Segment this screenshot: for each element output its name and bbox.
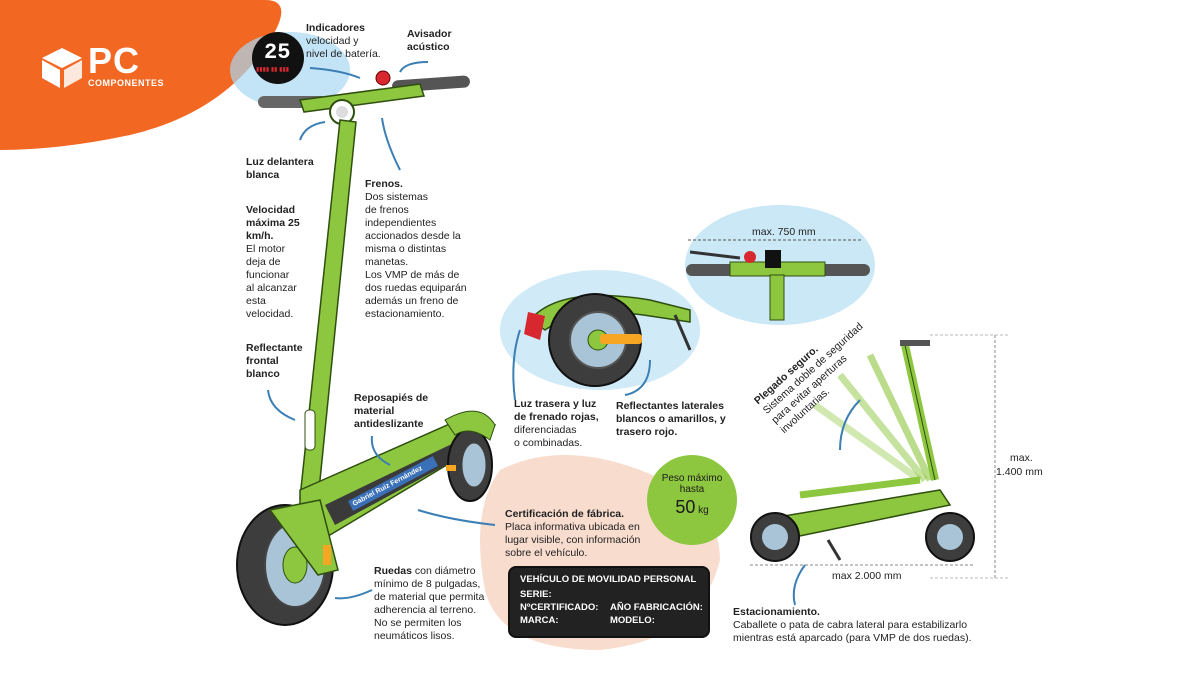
- certification-plate: VEHÍCULO DE MOVILIDAD PERSONAL SERIE: Nº…: [508, 566, 710, 638]
- dim-height-value: 1.400 mm: [996, 466, 1043, 478]
- label-ruedas: Ruedas con diámetro mínimo de 8 pulgadas…: [374, 565, 485, 642]
- weight-value: 50: [675, 497, 696, 517]
- label-frenos: Frenos. Dos sistemas de frenos independi…: [365, 178, 467, 320]
- label-estacionamiento: Estacionamiento. Caballete o pata de cab…: [733, 606, 972, 644]
- display-battery: ▮▮▮▮ ▮▮ ▮▮▮: [256, 67, 290, 73]
- scooter-main: [236, 70, 497, 626]
- weight-badge: Peso máximo hasta 50 kg: [647, 455, 737, 545]
- plate-certificado: NºCERTIFICADO:: [520, 602, 599, 613]
- rear-wheel-detail: [524, 293, 692, 387]
- weight-line2: hasta: [679, 484, 705, 495]
- dim-handlebar: max. 750 mm: [752, 226, 816, 238]
- plate-ano: AÑO FABRICACIÓN:: [610, 602, 703, 613]
- arrows: [267, 61, 861, 606]
- handlebar-detail: [686, 239, 870, 321]
- logo-cube-icon: [42, 48, 82, 88]
- folding-scooter: [750, 334, 1010, 579]
- display-speed: 25: [264, 40, 291, 65]
- dim-length: max 2.000 mm: [832, 570, 902, 582]
- weight-line1: Peso máximo: [661, 473, 723, 484]
- plate-marca: MARCA:: [520, 615, 559, 626]
- brand-name: PC: [88, 40, 141, 81]
- label-luz-delantera: Luz delantera blanca: [246, 156, 314, 181]
- plate-title: VEHÍCULO DE MOVILIDAD PERSONAL: [520, 574, 697, 585]
- dim-height-label: max.: [1010, 452, 1033, 464]
- label-luz-trasera: Luz trasera y luz de frenado rojas, dife…: [514, 398, 599, 449]
- plate-serie: SERIE:: [520, 589, 552, 600]
- label-velocidad: Velocidad máxima 25 km/h. El motor deja …: [246, 204, 300, 320]
- label-indicadores: Indicadores velocidad y nivel de batería…: [306, 22, 381, 60]
- label-reflectante-frontal: Reflectante frontal blanco: [246, 342, 303, 380]
- weight-unit: kg: [698, 505, 709, 516]
- brand-subname: COMPONENTES: [88, 78, 165, 88]
- brand-corner: [0, 0, 282, 150]
- label-certificacion: Certificación de fábrica. Placa informat…: [505, 508, 641, 559]
- label-reposapies: Reposapiés de material antideslizante: [354, 392, 429, 430]
- display-icon: [252, 32, 304, 84]
- plate-modelo: MODELO:: [610, 615, 655, 626]
- bell-icon: [375, 70, 391, 86]
- label-reflectantes-laterales: Reflectantes laterales blancos o amarill…: [616, 400, 726, 438]
- label-avisador: Avisador acústico: [407, 28, 452, 53]
